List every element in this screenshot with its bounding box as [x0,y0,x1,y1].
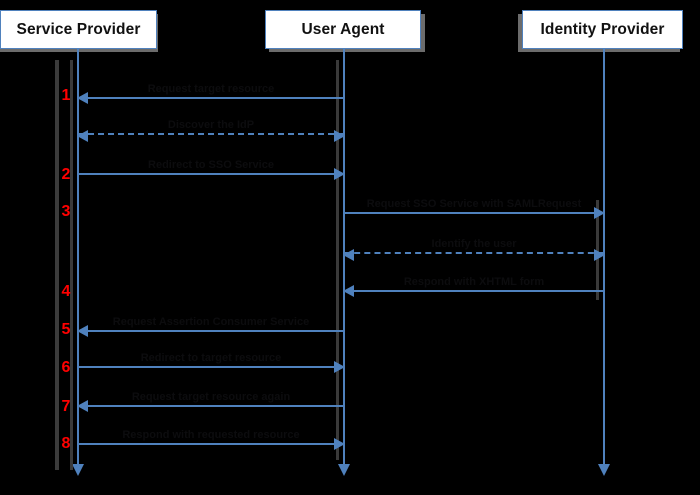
arrowhead-left-icon [77,325,88,337]
arrowhead-left-icon [77,400,88,412]
lifeline-arrow-identity-provider [598,464,610,476]
message-label: Identify the user [431,238,517,250]
message-label: Request Assertion Consumer Service [112,316,310,328]
arrowhead-left-icon [343,249,354,261]
message-discover-the-idp[interactable]: Discover the IdP [77,119,345,142]
message-identify-the-user[interactable]: Identify the user [343,238,605,261]
message-label: Redirect to target resource [140,352,282,364]
message-label: Redirect to SSO Service [148,159,274,171]
message-respond-with-requested-resource[interactable]: Respond with requested resource [78,429,345,450]
arrowhead-right-icon [594,207,605,219]
message-request-sso-service[interactable]: Request SSO Service with SAMLRequest [344,198,605,219]
arrowhead-left-icon [77,130,88,142]
message-label: Request target resource again [131,391,291,403]
arrowhead-right-icon [594,249,605,261]
lifeline-service-provider [77,49,79,467]
actor-box-identity-provider[interactable]: Identity Provider [522,10,683,49]
lifeline-arrow-service-provider [72,464,84,476]
message-redirect-to-sso-service[interactable]: Redirect to SSO Service [78,159,345,180]
message-label: Respond with XHTML form [403,276,545,288]
arrowhead-left-icon [77,92,88,104]
actor-label-identity-provider: Identity Provider [540,20,665,38]
step-marker-1: 1 [61,87,71,104]
step-marker-4: 4 [61,283,71,300]
message-request-target-resource-again[interactable]: Request target resource again [77,391,344,412]
lifeline-arrow-user-agent [338,464,350,476]
message-label: Request SSO Service with SAMLRequest [366,198,582,210]
activation-bar-user-agent [336,60,339,460]
message-respond-with-xhtml-form[interactable]: Respond with XHTML form [343,276,604,297]
message-request-assertion-consumer-service[interactable]: Request Assertion Consumer Service [77,316,344,337]
actor-label-service-provider: Service Provider [16,20,141,38]
actor-box-user-agent[interactable]: User Agent [265,10,421,49]
actor-label-user-agent: User Agent [301,20,385,38]
arrowhead-right-icon [334,130,345,142]
message-label: Discover the IdP [167,119,255,131]
message-label: Respond with requested resource [122,429,300,441]
step-marker-3: 3 [61,203,71,220]
step-marker-6: 6 [61,359,71,376]
arrowhead-left-icon [343,285,354,297]
message-redirect-to-target-resource[interactable]: Redirect to target resource [78,352,345,373]
actor-box-service-provider[interactable]: Service Provider [0,10,157,49]
arrowhead-right-icon [334,361,345,373]
activation-bar-service-provider [70,60,73,470]
step-marker-8: 8 [61,435,71,452]
message-label: Request target resource [147,83,275,95]
step-marker-2: 2 [61,166,71,183]
arrowhead-right-icon [334,438,345,450]
message-request-target-resource[interactable]: Request target resource [77,83,344,104]
step-marker-rail [55,60,59,470]
step-marker-5: 5 [61,321,71,338]
arrowhead-right-icon [334,168,345,180]
step-marker-7: 7 [61,398,71,415]
